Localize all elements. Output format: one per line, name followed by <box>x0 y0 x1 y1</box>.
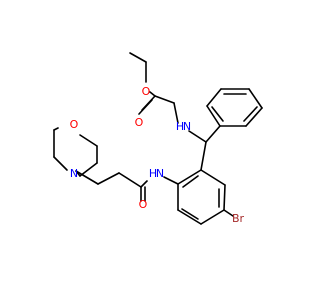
bond <box>245 107 263 127</box>
atom-labels: O O H N N H O O N Br <box>70 85 245 225</box>
bond <box>75 170 81 177</box>
bond <box>200 141 207 171</box>
bond <box>206 88 222 107</box>
amine-h-label: H <box>176 120 184 133</box>
bond <box>53 156 68 171</box>
bond <box>248 88 263 109</box>
amine-n-label: N <box>183 120 191 133</box>
bond <box>79 162 98 177</box>
ester-ether-o-label: O <box>135 116 144 129</box>
bond <box>149 91 156 97</box>
amide-o-label: O <box>139 198 148 211</box>
bond <box>223 209 234 217</box>
morpholine-n-label: N <box>70 167 78 180</box>
bond <box>177 209 202 225</box>
bond <box>243 106 258 122</box>
bond <box>97 172 120 185</box>
bond <box>181 208 199 220</box>
amide-n-label: N <box>156 167 164 180</box>
ester-carbonyl-o-label: O <box>142 85 151 98</box>
bond <box>53 127 59 131</box>
morpholine-o-label: O <box>70 118 79 131</box>
bond <box>79 134 98 147</box>
bond <box>223 184 226 211</box>
bond <box>163 176 179 185</box>
bond <box>154 95 175 104</box>
bond <box>188 130 207 143</box>
bond <box>200 209 225 225</box>
bond <box>75 170 99 185</box>
amide-h-label: H <box>149 167 157 180</box>
structure-svg: O O H N N H O O N Br <box>53 52 263 225</box>
molecule-diagram: O O H N N H O O N Br <box>53 52 263 225</box>
bond <box>118 172 142 188</box>
bond <box>205 125 221 143</box>
bonds <box>53 52 263 225</box>
bromine-label: Br <box>232 212 245 225</box>
bond <box>200 169 226 186</box>
bond <box>140 180 148 188</box>
bond <box>129 52 147 63</box>
bond <box>177 169 202 185</box>
bond <box>206 105 221 127</box>
bond <box>211 106 224 122</box>
bond <box>173 102 179 124</box>
bond <box>182 175 199 188</box>
bond <box>138 99 153 115</box>
